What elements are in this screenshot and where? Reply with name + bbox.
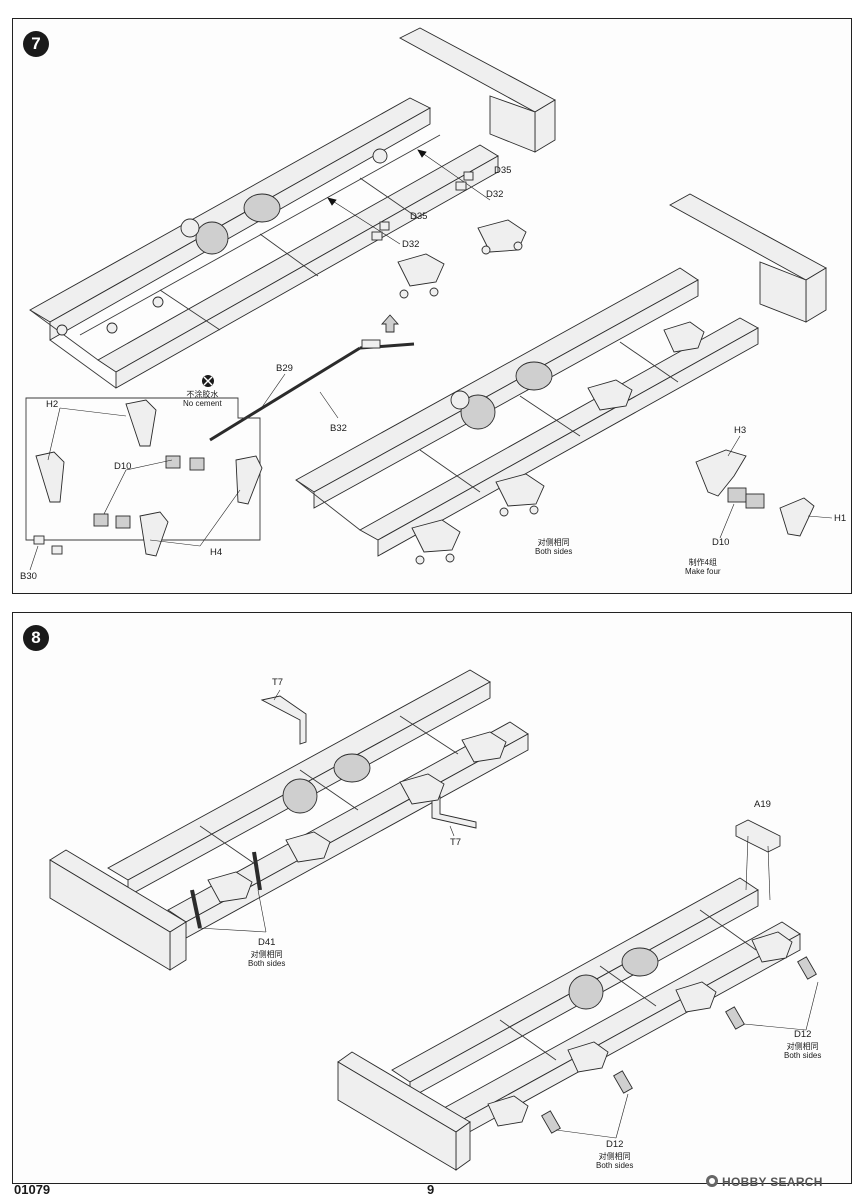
label-t7-a: T7 [272, 677, 284, 688]
label-h4: H4 [210, 547, 223, 558]
make-four-note: 制作4组 Make four [685, 558, 721, 576]
label-b30: B30 [20, 571, 37, 582]
d41-both-sides-note: 对侧相同 Both sides [248, 950, 285, 968]
label-d10-right: D10 [712, 537, 730, 548]
d12a-both-sides-note: 对侧相同 Both sides [784, 1042, 821, 1060]
no-glue-icon [202, 375, 214, 387]
d41-shocks [190, 851, 267, 933]
both-sides-note-step7: 对侧相同 Both sides [535, 538, 572, 556]
label-d41: D41 [258, 937, 276, 948]
d12b-both-sides-note: 对侧相同 Both sides [596, 1152, 633, 1170]
label-b32: B32 [330, 423, 347, 434]
no-cement-cn: 不涂胶水 [186, 390, 219, 399]
t7-bracket-upper [260, 689, 307, 745]
suspension-arm-group-b [411, 321, 705, 565]
label-a19: A19 [754, 799, 771, 810]
rod-b29-b32 [209, 339, 415, 442]
label-d12-b: D12 [606, 1139, 624, 1150]
d12-bolts [541, 956, 819, 1139]
t7-bracket-lower [431, 795, 477, 837]
label-h2: H2 [46, 399, 59, 410]
d12a-both-sides-cn: 对侧相同 [786, 1042, 819, 1051]
both-sides-en: Both sides [535, 547, 573, 557]
model-number: 01079 [14, 1182, 51, 1197]
right-subassembly [695, 435, 833, 539]
step-8-badge: 8 [23, 625, 49, 651]
chassis-frame-upper [29, 27, 556, 389]
label-d35-a: D35 [494, 165, 512, 176]
both-sides-cn: 对侧相同 [537, 538, 570, 547]
label-h3: H3 [734, 425, 747, 436]
up-arrow-icon [380, 314, 400, 333]
page-number: 9 [427, 1182, 435, 1197]
label-d32-a: D32 [486, 189, 504, 200]
no-cement-note: 不涂胶水 No cement [183, 390, 222, 408]
chassis-frame-lower [295, 193, 827, 557]
label-d12-a: D12 [794, 1029, 812, 1040]
a19-plate [735, 819, 781, 901]
make-four-cn: 制作4组 [688, 558, 718, 567]
label-d10-left: D10 [114, 461, 132, 472]
suspension-arm-group-a [397, 219, 527, 299]
suspension-arm-group-c [207, 731, 507, 903]
d41-both-sides-cn: 对侧相同 [250, 950, 283, 959]
label-d35-b: D35 [410, 211, 428, 222]
d41-both-sides-en: Both sides [248, 959, 286, 969]
step-7-badge: 7 [23, 31, 49, 57]
label-b29: B29 [276, 363, 293, 374]
label-d32-b: D32 [402, 239, 420, 250]
label-t7-b: T7 [450, 837, 462, 848]
exploded-parts-d35-d32 [327, 149, 491, 245]
chassis-frame-step8-lower [337, 877, 801, 1171]
d12b-both-sides-en: Both sides [596, 1161, 634, 1171]
make-four-en: Make four [685, 567, 721, 577]
d12a-both-sides-en: Both sides [784, 1051, 822, 1061]
no-cement-en: No cement [183, 399, 222, 409]
label-h1: H1 [834, 513, 847, 524]
left-subassembly [25, 397, 263, 571]
watermark-text: HOBBY SEARCH [722, 1175, 823, 1189]
hobby-search-logo-icon [706, 1175, 718, 1187]
d12b-both-sides-cn: 对侧相同 [598, 1152, 631, 1161]
suspension-arm-group-d [487, 931, 793, 1127]
